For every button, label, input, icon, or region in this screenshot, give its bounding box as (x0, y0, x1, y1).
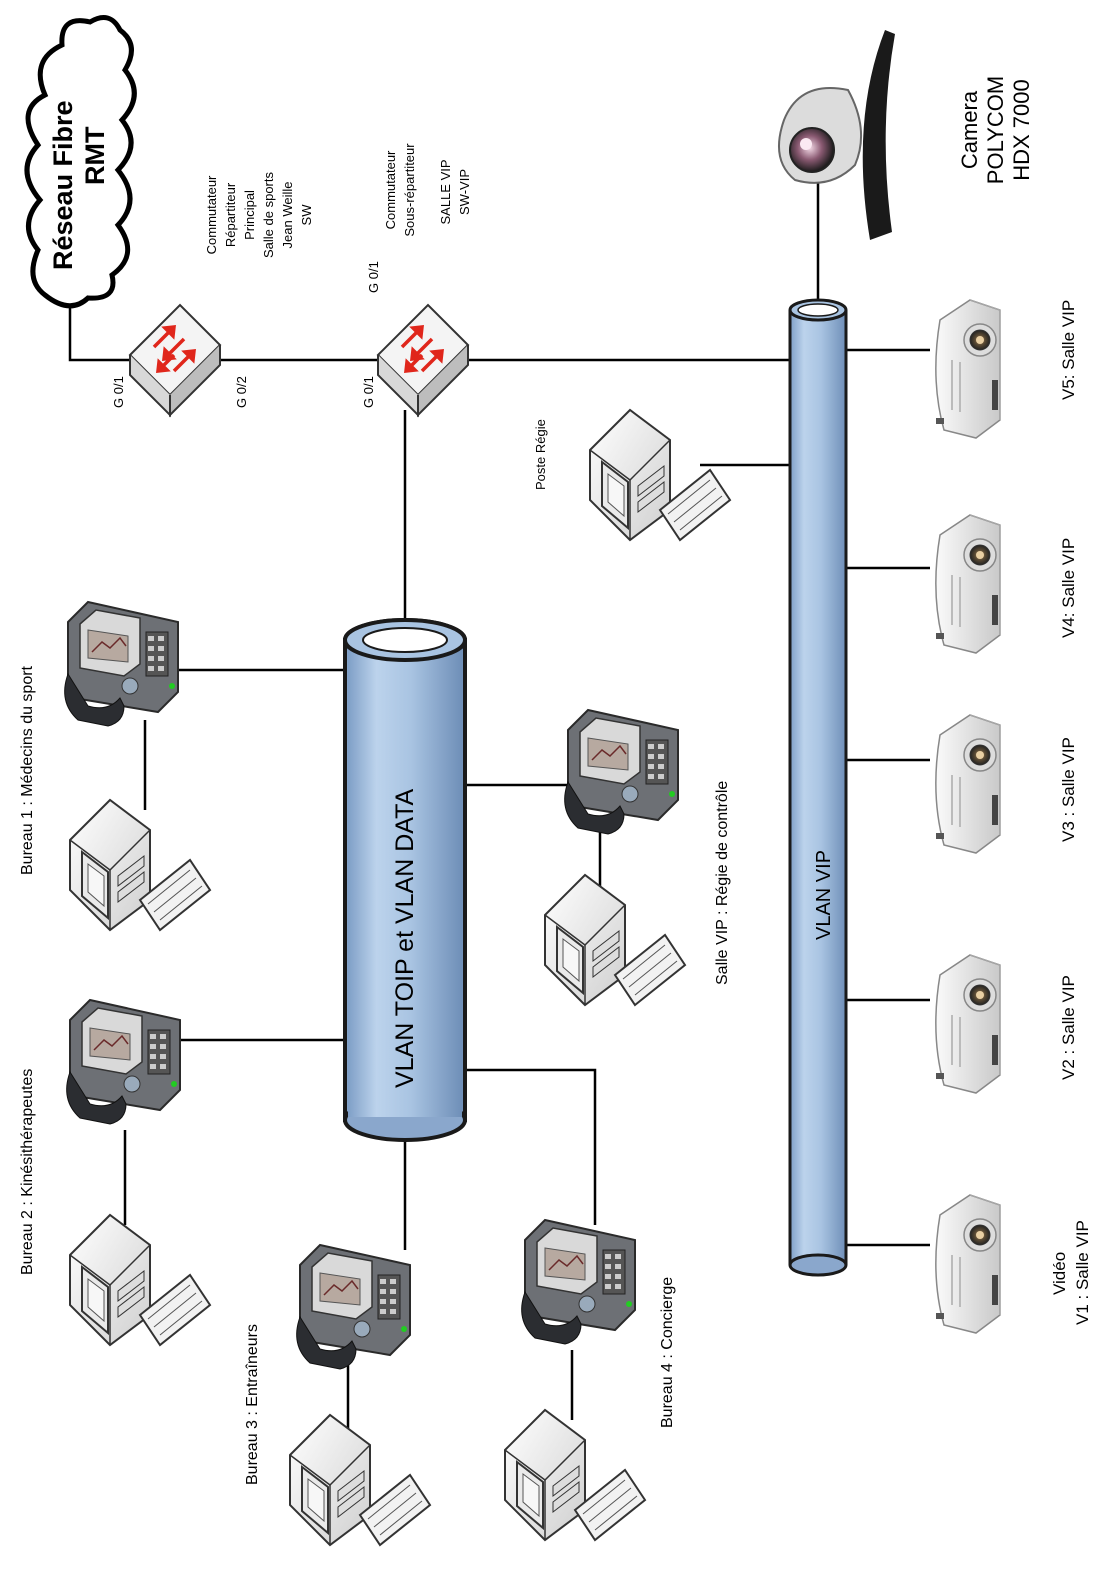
polycom-camera: Camera POLYCOM HDX 7000 (778, 30, 1034, 240)
main-switch-label-6: SW (299, 204, 314, 226)
projector-v2: V2 : Salle VIP (934, 954, 1078, 1094)
office-bureau-3-label: Bureau 3 : Entraîneurs (244, 1324, 261, 1485)
office-bureau-3: Bureau 3 : Entraîneurs (244, 1244, 431, 1546)
office-bureau-1: Bureau 1 : Médecins du sport (19, 601, 211, 931)
office-bureau-4: Bureau 4 : Concierge (504, 1219, 676, 1541)
vlan-vip-pipe: VLAN VIP (788, 298, 848, 1277)
camera-label-3: HDX 7000 (1009, 79, 1034, 181)
projector-v5: V5: Salle VIP (934, 299, 1078, 439)
office-bureau-4-label: Bureau 4 : Concierge (659, 1277, 676, 1428)
main-switch-label-3: Principal (242, 190, 257, 240)
projector-v1-label-1: Vidéo (1050, 1252, 1069, 1295)
camera-label-1: Camera (957, 90, 982, 169)
office-bureau-2: Bureau 2 : Kinésithérapeutes (19, 999, 211, 1346)
sub-switch-port-bottom: G 0/1 (361, 376, 376, 408)
office-bureau-2-label: Bureau 2 : Kinésithérapeutes (19, 1069, 36, 1275)
sub-switch-label-1: Commutateur (383, 150, 398, 229)
sub-switch-label-4: SW-VIP (457, 169, 472, 215)
projector-v3-label: V3 : Salle VIP (1059, 737, 1078, 842)
projector-v4-label: V4: Salle VIP (1059, 538, 1078, 638)
poste-regie-pc: Poste Régie (533, 409, 731, 541)
main-switch-port-out: G 0/2 (234, 376, 249, 408)
vlan-toip-label: VLAN TOIP et VLAN DATA (391, 788, 419, 1088)
projector-v1: Vidéo V1 : Salle VIP (934, 1194, 1092, 1334)
sub-switch-port-top: G 0/1 (366, 261, 381, 293)
cloud-title: Réseau Fibre (48, 100, 78, 270)
main-switch-label-4: Salle de sports (261, 172, 276, 258)
sub-switch-label-2: Sous-répartiteur (402, 143, 417, 237)
main-switch-label-1: Commutateur (204, 175, 219, 254)
vlan-vip-label: VLAN VIP (813, 850, 835, 940)
projector-v4: V4: Salle VIP (934, 514, 1078, 654)
office-bureau-1-label: Bureau 1 : Médecins du sport (19, 665, 36, 875)
cloud-subtitle: RMT (80, 126, 110, 185)
projector-v2-label: V2 : Salle VIP (1059, 975, 1078, 1080)
sub-switch: G 0/1 G 0/1 Commutateur Sous-répartiteur… (361, 143, 472, 417)
main-switch-label-2: Répartiteur (223, 182, 238, 247)
connection-lines (68, 175, 930, 1430)
projector-v5-label: V5: Salle VIP (1059, 300, 1078, 400)
sub-switch-label-3: SALLE VIP (438, 159, 453, 224)
poste-regie-label: Poste Régie (533, 419, 548, 490)
main-switch-label-5: Jean Weille (280, 182, 295, 249)
main-switch: G 0/1 G 0/2 Commutateur Répartiteur Prin… (111, 172, 314, 417)
projector-v3: V3 : Salle VIP (934, 714, 1078, 854)
camera-label-2: POLYCOM (983, 76, 1008, 184)
projector-v1-label-2: V1 : Salle VIP (1073, 1220, 1092, 1325)
main-switch-port-in: G 0/1 (111, 376, 126, 408)
office-salle-vip-label: Salle VIP : Régie de contrôle (714, 781, 731, 985)
office-salle-vip-regie: Salle VIP : Régie de contrôle (544, 709, 731, 1006)
fiber-network-cloud: Réseau Fibre RMT (24, 15, 137, 309)
vlan-toip-pipe: VLAN TOIP et VLAN DATA (343, 618, 467, 1142)
